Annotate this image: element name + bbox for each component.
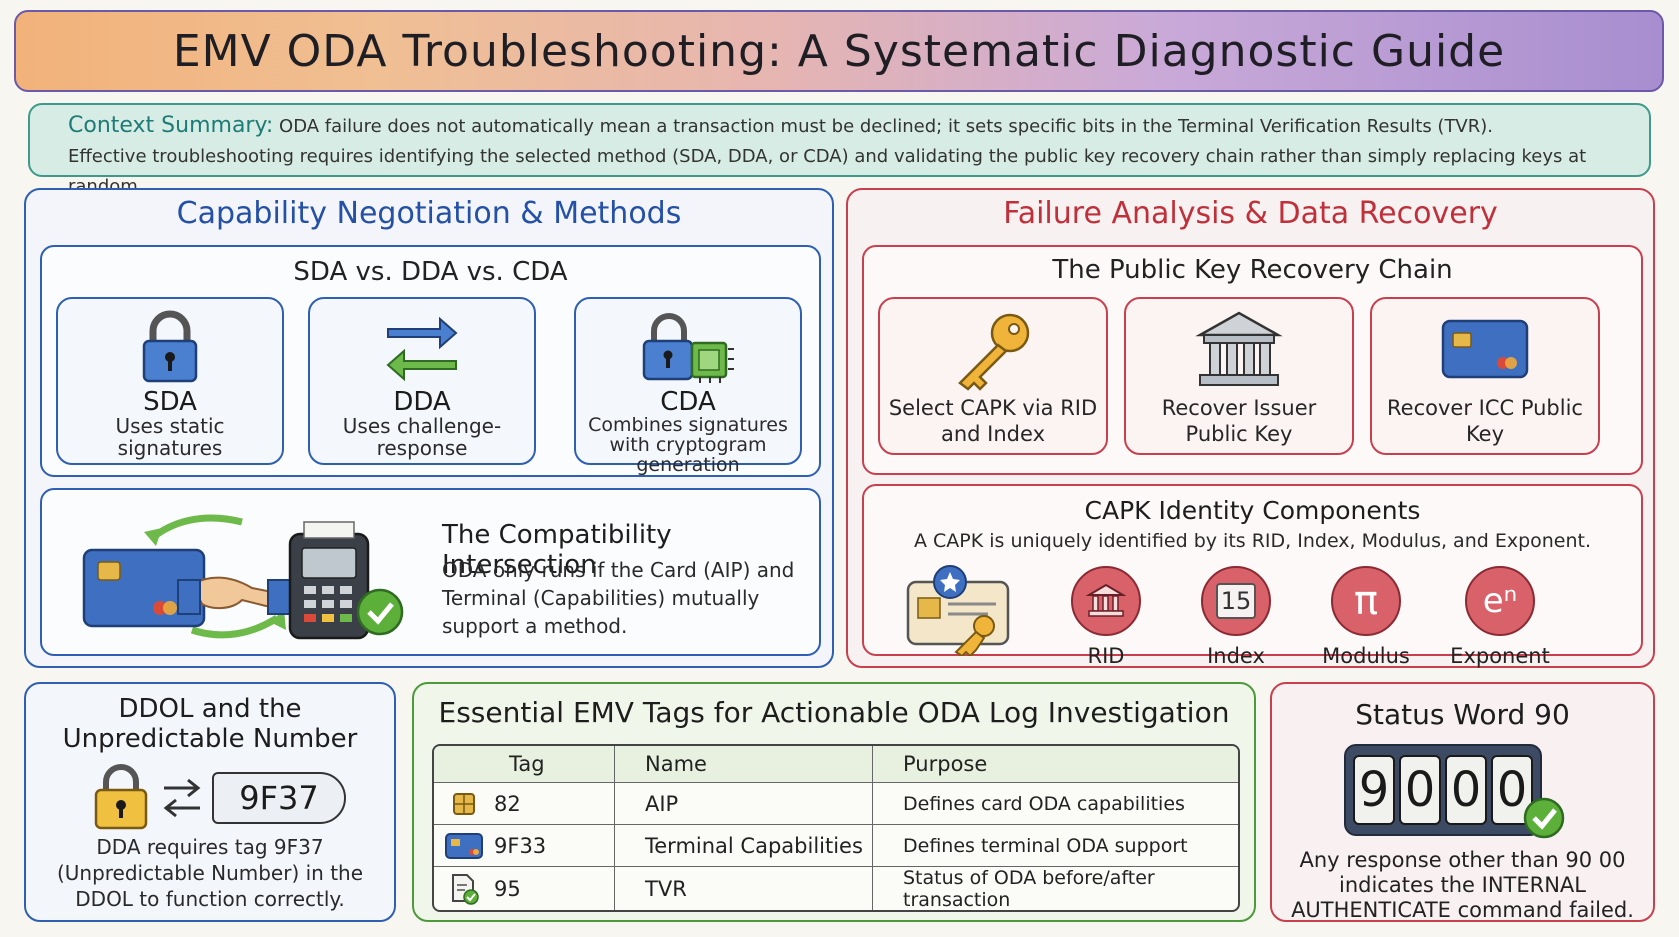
method-name-cda: CDA (660, 387, 716, 417)
page-title: EMV ODA Troubleshooting: A Systematic Di… (172, 25, 1506, 77)
chain-label-2: Recover Issuer Public Key (1161, 396, 1317, 446)
certificate-key-icon (904, 564, 1014, 660)
tag-cell: 82 (494, 791, 521, 816)
capk-component-rid: RID (1056, 566, 1156, 668)
emv-tags-title: Essential EMV Tags for Actionable ODA Lo… (438, 696, 1230, 729)
status-word-description: Any response other than 90 00 indicates … (1291, 848, 1634, 922)
status-digit: 0 (1399, 755, 1441, 825)
purpose-cell: Defines terminal ODA support (872, 825, 1238, 866)
tag-cell: 95 (494, 876, 521, 901)
method-card-sda: SDA Uses static signatures (56, 297, 284, 465)
ddol-panel: DDOL and the Unpredictable Number 9F37 D… (24, 682, 396, 922)
title-banner: EMV ODA Troubleshooting: A Systematic Di… (14, 10, 1664, 92)
chain-step-issuer-key: Recover Issuer Public Key (1124, 297, 1354, 455)
capk-label-rid: RID (1087, 644, 1125, 668)
capk-component-exponent: eⁿ Exponent (1450, 566, 1550, 668)
card-terminal-handshake-icon (82, 504, 422, 648)
column-header-tag: Tag (509, 752, 545, 776)
method-card-dda: DDA Uses challenge-response (308, 297, 536, 465)
context-summary: Context Summary: ODA failure does not au… (28, 103, 1651, 197)
methods-title: SDA vs. DDA vs. CDA (293, 257, 568, 287)
status-word-display: 9 0 0 0 (1344, 744, 1542, 836)
failure-panel: Failure Analysis & Data Recovery The Pub… (846, 188, 1655, 668)
capk-components-box: CAPK Identity Components A CAPK is uniqu… (862, 484, 1643, 668)
tag-cell: 9F33 (494, 833, 547, 858)
method-desc-cda: Combines signatures with cryptogram gene… (588, 414, 788, 476)
status-digit: 9 (1353, 755, 1395, 825)
method-card-cda: CDA Combines signatures with cryptogram … (574, 297, 802, 475)
methods-box: SDA vs. DDA vs. CDA SDA Uses static sign… (40, 245, 821, 477)
column-header-name: Name (614, 746, 872, 782)
capk-label-exponent: Exponent (1450, 644, 1550, 668)
chain-step-icc-key: Recover ICC Public Key (1370, 297, 1600, 455)
column-header-purpose: Purpose (872, 746, 1238, 782)
context-line-1: ODA failure does not automatically mean … (279, 116, 1494, 137)
exchange-arrows-icon (160, 776, 204, 824)
card-icon (1372, 309, 1598, 389)
status-digit: 0 (1445, 755, 1487, 825)
key-icon (880, 309, 1106, 391)
name-cell: Terminal Capabilities (614, 825, 872, 866)
table-row: 95 TVR Status of ODA before/after transa… (434, 866, 1238, 911)
method-name-dda: DDA (393, 387, 451, 417)
ddol-title: DDOL and the Unpredictable Number (62, 694, 358, 754)
bank-icon (1071, 566, 1141, 636)
chain-label-1: Select CAPK via RID and Index (888, 396, 1098, 446)
status-word-title: Status Word 90 (1355, 698, 1570, 731)
compatibility-box: The Compatibility Intersection ODA only … (40, 488, 821, 656)
name-cell: AIP (614, 783, 872, 824)
document-check-icon (434, 867, 494, 910)
method-desc-dda: Uses challenge-response (342, 414, 502, 460)
padlock-icon (90, 762, 152, 836)
method-desc-sda: Uses static signatures (115, 414, 225, 460)
table-header-row: Tag Name Purpose (434, 746, 1238, 782)
failure-title: Failure Analysis & Data Recovery (1003, 196, 1498, 231)
padlock-chip-icon (576, 309, 800, 383)
unpredictable-number-tag: 9F37 (212, 772, 346, 824)
padlock-icon (58, 309, 282, 383)
chip-icon (434, 783, 494, 824)
capk-label-modulus: Modulus (1322, 644, 1410, 668)
compatibility-title: The Compatibility Intersection (442, 520, 672, 580)
exchange-arrows-icon (310, 309, 534, 382)
capk-label-index: Index (1207, 644, 1265, 668)
capability-panel: Capability Negotiation & Methods SDA vs.… (24, 188, 834, 668)
pi-icon: π (1331, 566, 1401, 636)
check-icon (1522, 796, 1566, 844)
purpose-cell: Defines card ODA capabilities (872, 783, 1238, 824)
calendar-icon: 15 (1201, 566, 1271, 636)
emv-tags-table: Tag Name Purpose 82 AIP Defines card ODA… (432, 744, 1240, 912)
capk-title: CAPK Identity Components (1084, 496, 1421, 525)
capk-description: A CAPK is uniquely identified by its RID… (913, 530, 1592, 552)
capk-component-modulus: π Modulus (1316, 566, 1416, 668)
bank-icon (1126, 309, 1352, 389)
table-row: 9F33 Terminal Capabilities Defines termi… (434, 824, 1238, 866)
card-icon (434, 825, 494, 866)
method-name-sda: SDA (143, 387, 197, 417)
emv-tags-panel: Essential EMV Tags for Actionable ODA Lo… (412, 682, 1256, 922)
capability-title: Capability Negotiation & Methods (176, 196, 682, 231)
exponent-icon: eⁿ (1465, 566, 1535, 636)
ddol-description: DDA requires tag 9F37 (Unpredictable Num… (56, 835, 364, 911)
capk-component-index: 15 Index (1186, 566, 1286, 668)
status-word-panel: Status Word 90 9 0 0 0 Any response othe… (1270, 682, 1655, 922)
context-label: Context Summary: (68, 113, 274, 138)
recovery-chain-box: The Public Key Recovery Chain Select CAP… (862, 245, 1643, 475)
table-row: 82 AIP Defines card ODA capabilities (434, 782, 1238, 824)
name-cell: TVR (614, 867, 872, 910)
chain-step-select-capk: Select CAPK via RID and Index (878, 297, 1108, 455)
chain-label-3: Recover ICC Public Key (1387, 396, 1583, 446)
recovery-chain-title: The Public Key Recovery Chain (1052, 255, 1453, 285)
compatibility-text: ODA only runs if the Card (AIP) and Term… (442, 558, 795, 638)
purpose-cell: Status of ODA before/after transaction (872, 867, 1238, 911)
